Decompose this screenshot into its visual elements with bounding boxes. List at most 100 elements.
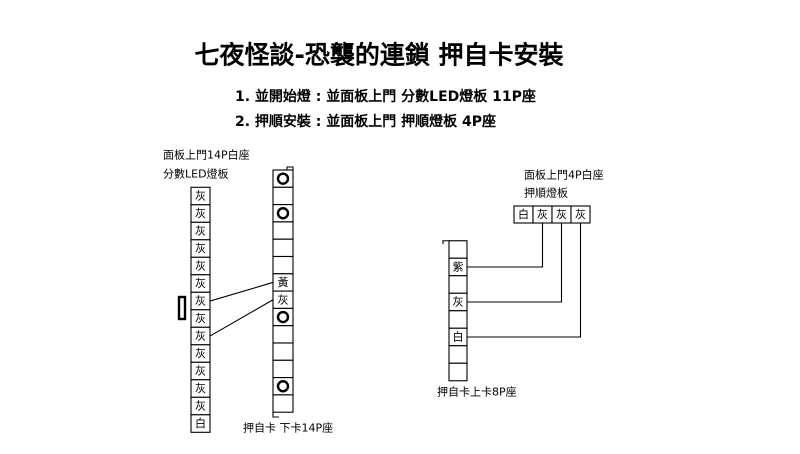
pin-6: 灰 (190, 274, 211, 293)
connector-title: 押自卡 下卡14P座 (243, 421, 333, 435)
pin-4: 灰 (190, 239, 211, 258)
board-name: 分數LED燈板 (163, 167, 229, 181)
pin-cell (272, 186, 294, 206)
pin-label: 灰 (195, 241, 206, 255)
pin-label: 灰 (195, 364, 206, 378)
panel-4p-connector: 面板上門4P白座 押順燈板 白灰灰灰 (513, 168, 604, 224)
pin-label: 紫 (453, 261, 464, 274)
wiring (209, 223, 582, 338)
pin-cell (448, 345, 468, 364)
pin-label: 白 (518, 207, 529, 221)
pin-label: 灰 (278, 292, 289, 306)
pin-7 (448, 345, 468, 364)
pin-10 (272, 325, 294, 344)
pin-label: 灰 (195, 259, 206, 273)
pin-cell (272, 342, 294, 361)
pin-column: 黃灰 (272, 169, 294, 413)
instruction-step-2: 2. 押順安裝 : 並面板上門 押順燈板 4P座 (235, 113, 496, 130)
pin-13 (272, 377, 294, 396)
pin-14: 白 (190, 414, 211, 433)
card-lower-14p-connector: 黃灰 押自卡 下卡14P座 (243, 166, 333, 435)
pin-label: 灰 (195, 381, 206, 395)
pin-12: 灰 (190, 379, 211, 398)
circle-marker-icon (276, 207, 290, 220)
pin-8 (448, 362, 468, 382)
pin-3: 灰 (190, 221, 211, 241)
pin-2: 灰 (532, 205, 553, 224)
pin-8: 灰 (272, 290, 294, 309)
pin-5: 灰 (190, 256, 211, 276)
pin-4: 灰 (448, 292, 468, 312)
pin-14 (272, 394, 294, 413)
connector-title: 面板上門4P白座 (524, 168, 604, 182)
pin-label: 灰 (195, 294, 206, 308)
wire-sequence (467, 223, 544, 268)
pin-1: 灰 (190, 186, 211, 206)
pin-9: 灰 (190, 326, 211, 346)
pin-cell (448, 240, 468, 259)
pin-cell (448, 362, 468, 382)
circle-marker-icon (276, 310, 290, 324)
connector-key-tab (177, 295, 187, 321)
pin-2 (272, 186, 294, 206)
wire-sequence (467, 223, 563, 303)
pin-9 (272, 307, 294, 327)
pin-cell (272, 359, 294, 379)
connector-top-tab (286, 166, 294, 170)
pin-cell (448, 275, 468, 294)
pin-label: 灰 (195, 276, 206, 290)
card-upper-8p-connector: 紫灰白 押自卡上卡8P座 (437, 240, 517, 399)
page-title: 七夜怪談-恐襲的連鎖 押自卡安裝 (194, 41, 564, 70)
pin-cell (272, 238, 294, 258)
wire-sequence (467, 223, 582, 338)
pin-5 (272, 238, 294, 258)
pin-label: 灰 (195, 346, 206, 360)
pin-label: 灰 (195, 311, 206, 325)
pin-label: 灰 (537, 207, 548, 221)
pin-cell (190, 414, 211, 433)
pin-label: 灰 (575, 207, 586, 221)
connector-top-tab (442, 240, 449, 244)
pin-3 (272, 204, 294, 223)
pin-cell (448, 310, 468, 329)
pin-7: 黃 (272, 273, 294, 292)
pin-6 (272, 255, 294, 275)
pin-label: 灰 (453, 295, 464, 309)
board-name: 押順燈板 (524, 186, 568, 200)
pin-label: 灰 (556, 207, 567, 221)
pin-11 (272, 342, 294, 361)
pin-label: 灰 (195, 189, 206, 203)
pin-11: 灰 (190, 361, 211, 381)
pin-4: 灰 (570, 205, 591, 224)
circle-marker-icon (276, 172, 290, 185)
pin-column: 紫灰白 (448, 240, 468, 382)
pin-2: 紫 (448, 257, 468, 277)
pin-row: 白灰灰灰 (513, 205, 591, 224)
pin-4 (272, 221, 294, 240)
connector-title: 面板上門14P白座 (163, 148, 250, 162)
pin-label: 灰 (195, 399, 206, 413)
pin-5 (448, 310, 468, 329)
wire-score-led (209, 299, 274, 337)
pin-1: 白 (513, 205, 534, 224)
pin-label: 灰 (195, 206, 206, 220)
pin-1 (448, 240, 468, 259)
pin-3 (448, 275, 468, 294)
pin-label: 灰 (195, 224, 206, 238)
pin-cell (272, 221, 294, 240)
pin-8: 灰 (190, 309, 211, 328)
pin-3: 灰 (551, 205, 572, 224)
pin-cell (272, 325, 294, 344)
pin-label: 白 (195, 416, 206, 430)
connector-bottom-tab (272, 412, 279, 418)
pin-2: 灰 (190, 204, 211, 223)
connector-title: 押自卡上卡8P座 (437, 385, 517, 399)
pin-label: 黃 (278, 276, 289, 289)
pin-label: 灰 (195, 329, 206, 343)
pin-6: 白 (448, 327, 468, 347)
pin-7: 灰 (190, 291, 211, 311)
